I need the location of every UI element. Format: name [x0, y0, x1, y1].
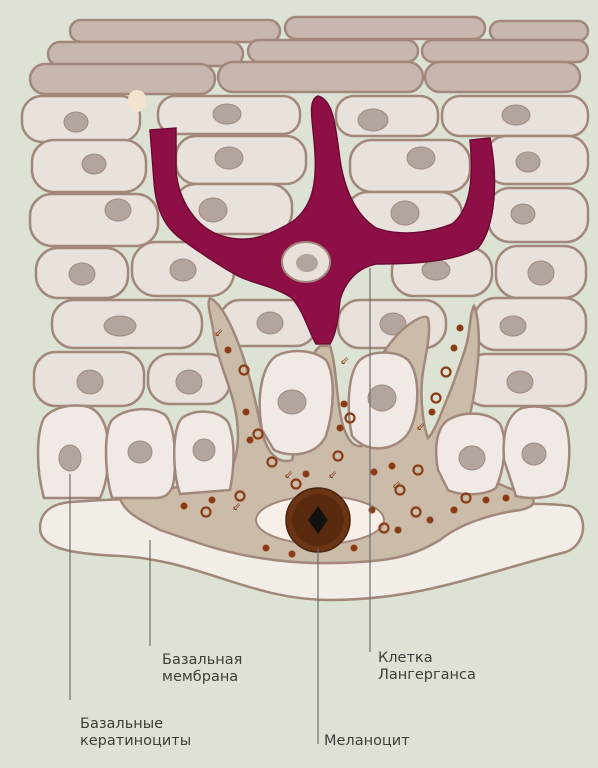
nucleus	[104, 316, 136, 336]
flat-cell	[30, 64, 215, 94]
nucleus	[459, 446, 485, 470]
nucleus	[257, 312, 283, 334]
nucleus	[296, 254, 318, 272]
svg-text:⇙: ⇙	[232, 500, 241, 513]
cell	[488, 188, 588, 242]
flat-cell	[490, 21, 588, 41]
svg-text:⇙: ⇙	[392, 478, 401, 491]
nucleus	[69, 263, 95, 285]
nucleus	[391, 201, 419, 225]
nucleus	[368, 385, 396, 411]
label-langerhans-cell: Клетка Лангерганса	[378, 650, 476, 684]
nucleus	[193, 439, 215, 461]
label-langerhans-line2: Лангерганса	[378, 667, 476, 684]
nucleus	[77, 370, 103, 394]
flat-cell	[422, 40, 588, 62]
label-basal-membrane-line1: Базальная	[162, 652, 242, 669]
nucleus	[105, 199, 131, 221]
cornified-layer	[30, 17, 588, 94]
label-basal-membrane: Базальная мембрана	[162, 652, 242, 686]
label-basal-keratinocytes-line1: Базальные	[80, 716, 191, 733]
nucleus	[507, 371, 533, 393]
nucleus	[528, 261, 554, 285]
cell	[474, 298, 586, 350]
nucleus	[170, 259, 196, 281]
flat-cell	[218, 62, 423, 92]
nucleus	[64, 112, 88, 132]
nucleus	[407, 147, 435, 169]
cell	[30, 194, 158, 246]
svg-text:⇙: ⇙	[214, 326, 223, 339]
label-langerhans-line1: Клетка	[378, 650, 476, 667]
label-basal-keratinocytes-line2: кератиноциты	[80, 733, 191, 750]
nucleus	[199, 198, 227, 222]
intercellular-gap	[128, 90, 146, 112]
flat-cell	[248, 40, 418, 62]
nucleus	[522, 443, 546, 465]
nucleus	[511, 204, 535, 224]
svg-text:⇙: ⇙	[328, 468, 337, 481]
label-melanocyte-text: Меланоцит	[324, 733, 410, 750]
flat-cell	[48, 42, 243, 66]
label-melanocyte: Меланоцит	[324, 733, 410, 750]
nucleus	[422, 260, 450, 280]
nucleus	[82, 154, 106, 174]
nucleus	[59, 445, 81, 471]
nucleus	[502, 105, 530, 125]
flat-cell	[70, 20, 280, 42]
nucleus	[215, 147, 243, 169]
nucleus	[278, 390, 306, 414]
flat-cell	[285, 17, 485, 39]
nucleus	[176, 370, 202, 394]
nucleus	[516, 152, 540, 172]
label-basal-membrane-line2: мембрана	[162, 669, 242, 686]
label-basal-keratinocytes: Базальные кератиноциты	[80, 716, 191, 750]
flat-cell	[425, 62, 580, 92]
svg-text:⇙: ⇙	[416, 420, 425, 433]
nucleus	[358, 109, 388, 131]
svg-text:⇙: ⇙	[340, 354, 349, 367]
svg-text:⇙: ⇙	[284, 468, 293, 481]
nucleus	[213, 104, 241, 124]
cell	[350, 140, 470, 192]
nucleus	[500, 316, 526, 336]
nucleus	[128, 441, 152, 463]
